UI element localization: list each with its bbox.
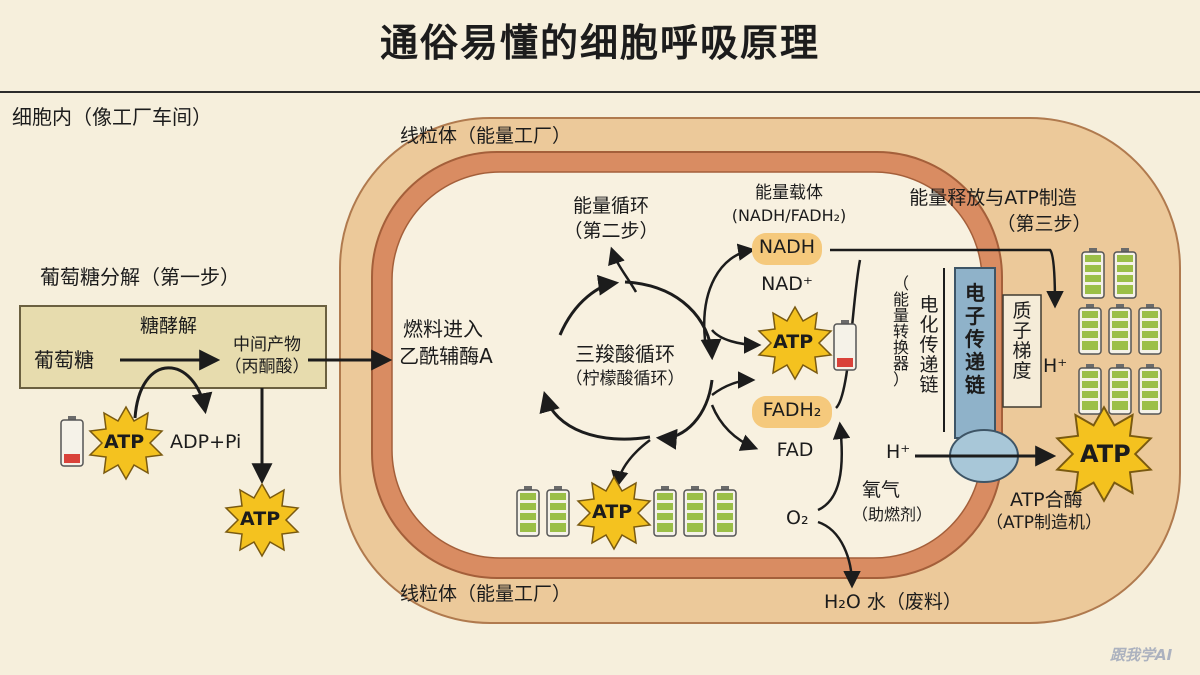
cell-label: 细胞内（像工厂车间） — [12, 105, 212, 129]
arrow-to-nadh — [703, 243, 756, 341]
battery-charged — [713, 485, 737, 537]
battery-charged — [516, 485, 540, 537]
step3-subtitle: （第三步） — [996, 213, 1092, 235]
glycolysis-process: 糖酵解 — [140, 315, 198, 337]
etc-box — [954, 267, 996, 439]
synthase-label: ATP合酶 — [1010, 489, 1083, 511]
battery-empty-right — [833, 319, 857, 371]
synthase-desc: （ATP制造机） — [986, 513, 1102, 533]
o2-label: O₂ — [786, 507, 809, 529]
atp-label-krebs: ATP — [592, 501, 633, 523]
glycolysis-box — [19, 305, 327, 389]
oxygen-role: （助燃剂） — [852, 505, 933, 524]
fadh2-pill — [752, 396, 832, 428]
page-title: 通俗易懂的细胞呼吸原理 — [379, 21, 820, 65]
arrow-to-fadh2 — [711, 371, 756, 396]
krebs-arc-right — [624, 280, 722, 361]
arrow-to-energy-cycle — [608, 246, 638, 293]
arrow-o2-to-water — [817, 520, 861, 589]
glucose-label: 葡萄糖 — [34, 348, 94, 372]
energy-converter-label: （能量转换器） — [892, 274, 909, 389]
arrow-nadh-to-etc — [830, 248, 1064, 309]
arrow-atp-to-adp — [133, 366, 213, 419]
battery-empty-left — [60, 415, 84, 467]
etc-label: 电子传递链 — [965, 281, 985, 397]
hplus-gradient-label: H⁺ — [1043, 355, 1068, 377]
krebs-cycle-label: 三羧酸循环 — [575, 342, 675, 366]
battery-charged — [1108, 363, 1132, 415]
hplus-synthase-label: H⁺ — [886, 441, 911, 463]
battery-charged — [653, 485, 677, 537]
battery-charged — [1108, 303, 1132, 355]
proton-gradient-label: 质子梯度 — [1012, 300, 1032, 382]
glycolysis-step-title: 葡萄糖分解（第一步） — [40, 265, 240, 289]
battery-charged — [1078, 363, 1102, 415]
battery-charged — [1078, 303, 1102, 355]
adp-label: ADP+Pi — [170, 431, 242, 453]
battery-charged — [1113, 247, 1137, 299]
krebs-arc-bottom — [539, 390, 651, 441]
carriers-subtitle: (NADH/FADH₂) — [731, 206, 847, 225]
battery-charged — [1138, 303, 1162, 355]
mito-label-bottom: 线粒体（能量工厂） — [400, 583, 572, 605]
pyruvate-label: （丙酮酸） — [224, 357, 310, 377]
watermark: 跟我学AI — [1110, 646, 1173, 664]
atp-label-glycolysis: ATP — [104, 431, 145, 453]
title-divider — [0, 91, 1200, 93]
battery-charged — [1138, 363, 1162, 415]
citric-acid-cycle-label: （柠檬酸循环） — [565, 369, 685, 389]
energy-cycle-label: 能量循环 — [572, 195, 649, 217]
atp-label-bottom-left: ATP — [240, 508, 281, 530]
fuel-label: 燃料进入 — [403, 317, 483, 341]
nad-label: NAD⁺ — [761, 273, 813, 295]
water-label: H₂O 水（废料） — [824, 591, 962, 613]
step-two-label: （第二步） — [563, 220, 659, 242]
acetyl-coa-label: 乙酰辅酶A — [399, 344, 493, 368]
atp-label-synthase: ATP — [1080, 440, 1131, 468]
carriers-title: 能量载体 — [755, 183, 823, 203]
arrow-o2-to-fad — [817, 421, 851, 512]
atp-label-right: ATP — [773, 331, 814, 353]
krebs-arc-bottom-right — [655, 379, 714, 450]
fad-label: FAD — [776, 439, 814, 461]
battery-charged — [546, 485, 570, 537]
nadh-pill — [752, 233, 822, 265]
arrow-to-atp-right — [711, 329, 762, 354]
nadh-label: NADH — [758, 236, 816, 258]
fadh2-label: FADH₂ — [762, 399, 822, 421]
arrow-to-atp-bottom — [611, 439, 651, 489]
oxygen-label: 氧气 — [862, 479, 901, 501]
mito-label-top: 线粒体（能量工厂） — [400, 125, 572, 147]
battery-charged — [683, 485, 707, 537]
etc-side-label: 电化传递链 — [919, 294, 939, 396]
krebs-arc-top — [558, 274, 620, 336]
step3-title: 能量释放与ATP制造 — [909, 187, 1077, 209]
intermediate-label: 中间产物 — [233, 335, 301, 355]
battery-charged — [1081, 247, 1105, 299]
gradient-box — [1002, 294, 1042, 408]
arrow-to-fad — [710, 404, 759, 451]
